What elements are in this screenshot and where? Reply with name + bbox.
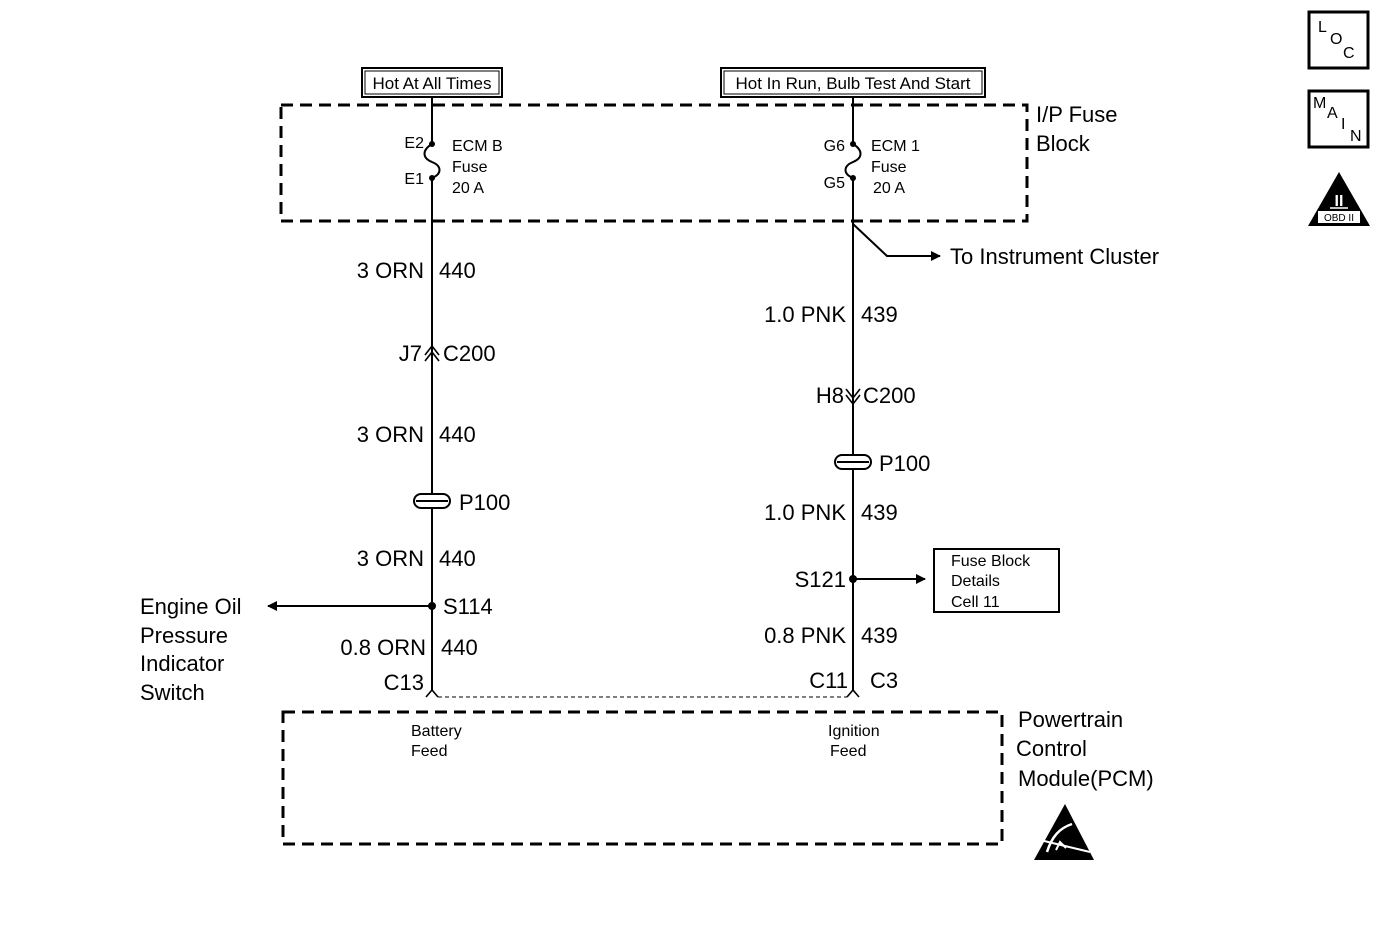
right-fuse-word: Fuse — [871, 159, 907, 176]
left-fuse-word: Fuse — [452, 159, 488, 176]
branch-target-line4: Switch — [140, 680, 205, 705]
left-c200-pin: J7 — [399, 341, 422, 366]
left-pcm-connector-icon — [425, 688, 439, 698]
instrument-cluster-branch-arrow — [852, 223, 941, 261]
right-seg1-wire: 1.0 PNK — [764, 302, 846, 327]
left-c200-name: C200 — [443, 341, 496, 366]
right-p100-label: P100 — [879, 451, 930, 476]
right-fuse-pin-top-dot — [850, 141, 856, 147]
left-fuse-pin-top-dot — [429, 141, 435, 147]
pcm-right-input-line1: Ignition — [828, 723, 880, 740]
power-source-left-label: Hot At All Times — [372, 74, 491, 93]
right-c200-connector-icon — [845, 388, 861, 406]
fuse-block-label-line2: Block — [1036, 131, 1091, 156]
power-source-right: Hot In Run, Bulb Test And Start — [720, 67, 986, 98]
fuse-block-outline — [279, 103, 1029, 223]
loc-letter-o: O — [1330, 31, 1342, 48]
s121-label: S121 — [795, 567, 846, 592]
main-letter-a: A — [1327, 105, 1338, 122]
right-pcm-connector-icon — [846, 688, 860, 698]
right-p100-passthrough-icon — [834, 454, 872, 470]
power-source-left: Hot At All Times — [361, 67, 503, 98]
left-fuse-pin-top: E2 — [404, 135, 424, 152]
right-seg2-circuit: 439 — [861, 500, 898, 525]
obd-text: OBD II — [1324, 213, 1354, 224]
right-c200-name: C200 — [863, 383, 916, 408]
right-seg2-wire: 1.0 PNK — [764, 500, 846, 525]
pcm-left-input-line2: Feed — [411, 743, 447, 760]
right-c200-pin: H8 — [816, 383, 844, 408]
right-fuse-name: ECM 1 — [871, 138, 920, 155]
branch-target-line3: Indicator — [140, 651, 224, 676]
left-c200-connector-icon — [424, 344, 440, 362]
pcm-left-input-line1: Battery — [411, 723, 462, 740]
pcm-label-line1: Powertrain — [1018, 707, 1123, 732]
main-letter-n: N — [1350, 128, 1362, 145]
loc-badge[interactable]: L O C — [1307, 10, 1370, 70]
fuse-block-details-line3: Cell 11 — [951, 594, 1000, 611]
loc-letter-c: C — [1343, 45, 1355, 62]
main-letter-m: M — [1313, 95, 1326, 112]
main-letter-i: I — [1341, 116, 1345, 133]
power-source-right-label: Hot In Run, Bulb Test And Start — [736, 74, 971, 93]
pcm-outline — [281, 710, 1004, 846]
left-seg4-circuit: 440 — [441, 635, 478, 660]
loc-letter-l: L — [1318, 19, 1327, 36]
fuse-block-label-line1: I/P Fuse — [1036, 102, 1118, 127]
branch-target-line1: Engine Oil — [140, 594, 242, 619]
fuse-block-details-line2: Details — [951, 573, 1000, 590]
left-fuse-rating: 20 A — [452, 180, 484, 197]
left-fuse-symbol — [423, 143, 441, 179]
left-seg1-wire: 3 ORN — [357, 258, 424, 283]
pcm-label-line3: Module(PCM) — [1018, 766, 1154, 791]
right-pcm-pin-right: C3 — [870, 668, 898, 693]
left-p100-label: P100 — [459, 490, 510, 515]
right-fuse-rating: 20 A — [873, 180, 905, 197]
right-seg3-wire: 0.8 PNK — [764, 623, 846, 648]
left-seg1-circuit: 440 — [439, 258, 476, 283]
fuse-block-details-line1: Fuse Block — [951, 553, 1031, 570]
instrument-cluster-label: To Instrument Cluster — [950, 244, 1159, 269]
obd-numeral: II — [1335, 193, 1344, 210]
fuse-block-details-box — [933, 548, 1060, 613]
pcm-right-input-line2: Feed — [830, 743, 866, 760]
left-seg4-wire: 0.8 ORN — [340, 635, 426, 660]
branch-target-line2: Pressure — [140, 623, 228, 648]
left-seg3-circuit: 440 — [439, 546, 476, 571]
s114-label: S114 — [443, 594, 493, 619]
right-pcm-pin-left: C11 — [809, 668, 848, 693]
right-seg3-circuit: 439 — [861, 623, 898, 648]
right-fuse-symbol — [844, 143, 862, 179]
right-fuse-pin-top: G6 — [824, 138, 845, 155]
right-seg1-circuit: 439 — [861, 302, 898, 327]
obd-ii-icon[interactable]: II OBD II — [1308, 172, 1370, 226]
left-pcm-pin: C13 — [384, 670, 424, 695]
left-fuse-name: ECM B — [452, 138, 503, 155]
right-fuse-pin-bottom: G5 — [824, 175, 845, 192]
left-seg2-circuit: 440 — [439, 422, 476, 447]
left-seg3-wire: 3 ORN — [357, 546, 424, 571]
main-badge[interactable]: M A I N — [1307, 89, 1370, 149]
pcm-label-line2: Control — [1016, 736, 1087, 761]
left-fuse-pin-bottom: E1 — [404, 171, 424, 188]
esd-warning-icon — [1034, 804, 1094, 860]
left-seg2-wire: 3 ORN — [357, 422, 424, 447]
left-p100-passthrough-icon — [413, 493, 451, 509]
